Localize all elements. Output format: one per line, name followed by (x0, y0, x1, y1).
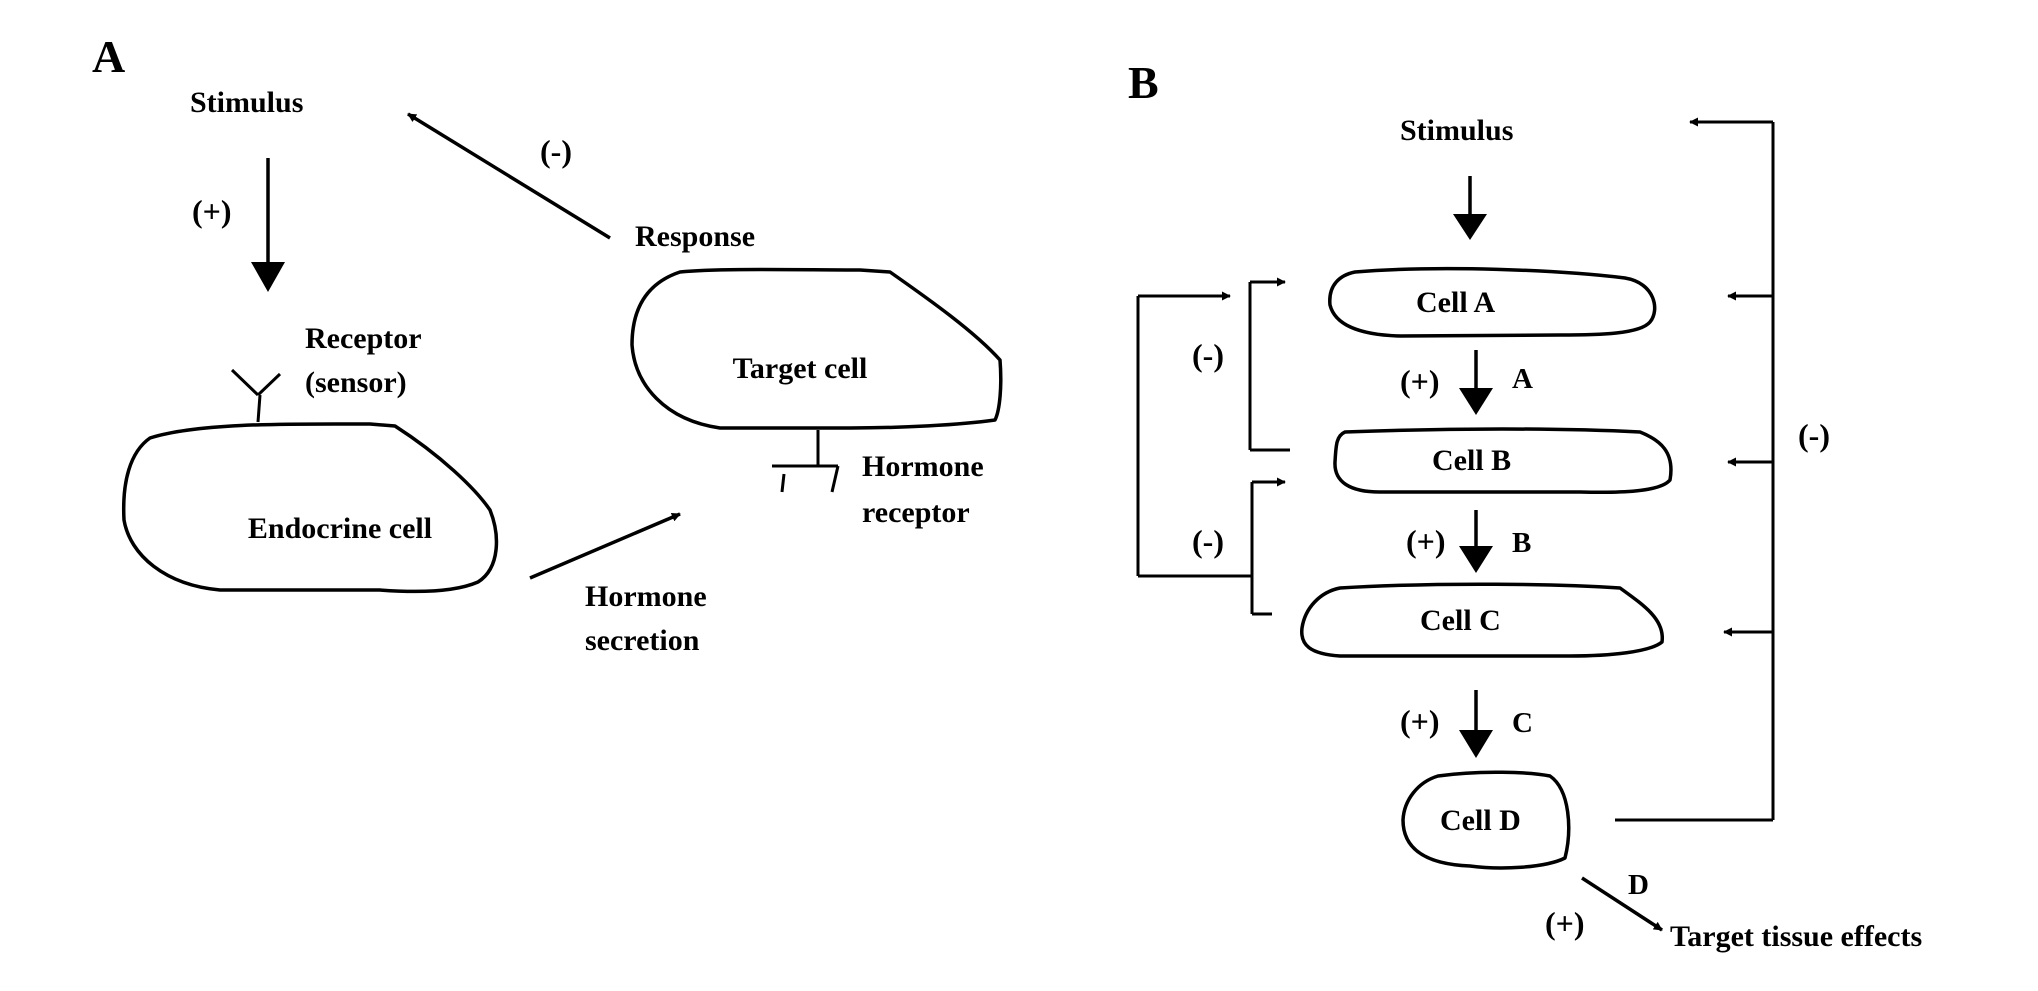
cell-c-shape (1300, 582, 1664, 658)
panel-a-label: A (92, 31, 125, 82)
short-feedback-loop-c-to-b (1250, 477, 1286, 616)
long-loop-minus-sign: (-) (1798, 417, 1830, 453)
sensor-label: (sensor) (305, 366, 407, 399)
panel-a: A Stimulus (+) Receptor (sensor) Endocri… (92, 31, 1003, 657)
cell-a-shape (1328, 266, 1657, 338)
hormone-receptor-icon (772, 430, 840, 493)
receptor-label: Receptor (305, 322, 422, 355)
cell-c-label: Cell C (1420, 604, 1501, 637)
cell-c-to-d-arrow (1459, 690, 1493, 758)
target-cell-label: Target cell (733, 352, 868, 385)
panel-b-label: B (1128, 57, 1159, 108)
panel-a-stimulus-label: Stimulus (190, 86, 303, 119)
hormone-secretion-label-line2: secretion (585, 624, 700, 657)
response-feedback-arrow (407, 112, 611, 240)
endocrine-cell-label: Endocrine cell (248, 512, 432, 545)
response-label: Response (635, 220, 755, 253)
panel-b: B Stimulus Cell A (+) A Cell B (+) B Cel… (1128, 57, 1922, 953)
stimulus-to-cell-a-arrow (1453, 176, 1487, 240)
arrow-d-letter: D (1628, 869, 1649, 901)
receptor-sensor-icon (230, 368, 282, 423)
hormone-secretion-arrow (529, 512, 681, 580)
short-feedback-loop-b-to-a (1248, 277, 1290, 452)
arrow-a-plus-sign: (+) (1400, 363, 1440, 399)
left-feedback-loop-c-to-a (1136, 291, 1252, 578)
cell-b-label: Cell B (1432, 444, 1511, 477)
target-tissue-effects-label: Target tissue effects (1670, 920, 1922, 953)
target-cell-shape (630, 267, 1003, 430)
panel-b-stimulus-label: Stimulus (1400, 114, 1513, 147)
response-minus-sign: (-) (540, 133, 572, 169)
arrow-a-letter: A (1512, 363, 1533, 395)
stimulus-plus-sign: (+) (192, 193, 232, 229)
endocrine-cell-shape (121, 422, 499, 594)
arrow-c-letter: C (1512, 707, 1533, 739)
arrow-b-plus-sign: (+) (1406, 523, 1446, 559)
cell-a-to-b-arrow (1459, 350, 1493, 415)
stimulus-to-receptor-arrow (251, 158, 285, 292)
hormone-receptor-label-line1: Hormone (862, 450, 984, 483)
arrow-b-letter: B (1512, 527, 1531, 559)
arrow-d-plus-sign: (+) (1545, 905, 1585, 941)
long-feedback-loop (1615, 117, 1775, 822)
cell-b-shape (1333, 427, 1673, 495)
cell-d-shape (1401, 770, 1571, 870)
hormone-receptor-label-line2: receptor (862, 496, 970, 529)
cell-a-label: Cell A (1416, 286, 1495, 319)
short-loop-1-minus-sign: (-) (1192, 337, 1224, 373)
short-loop-2-minus-sign: (-) (1192, 523, 1224, 559)
cell-d-label: Cell D (1440, 804, 1521, 837)
arrow-c-plus-sign: (+) (1400, 703, 1440, 739)
cell-b-to-c-arrow (1459, 510, 1493, 573)
hormone-secretion-label-line1: Hormone (585, 580, 707, 613)
cell-d-to-target-arrow (1581, 876, 1663, 932)
